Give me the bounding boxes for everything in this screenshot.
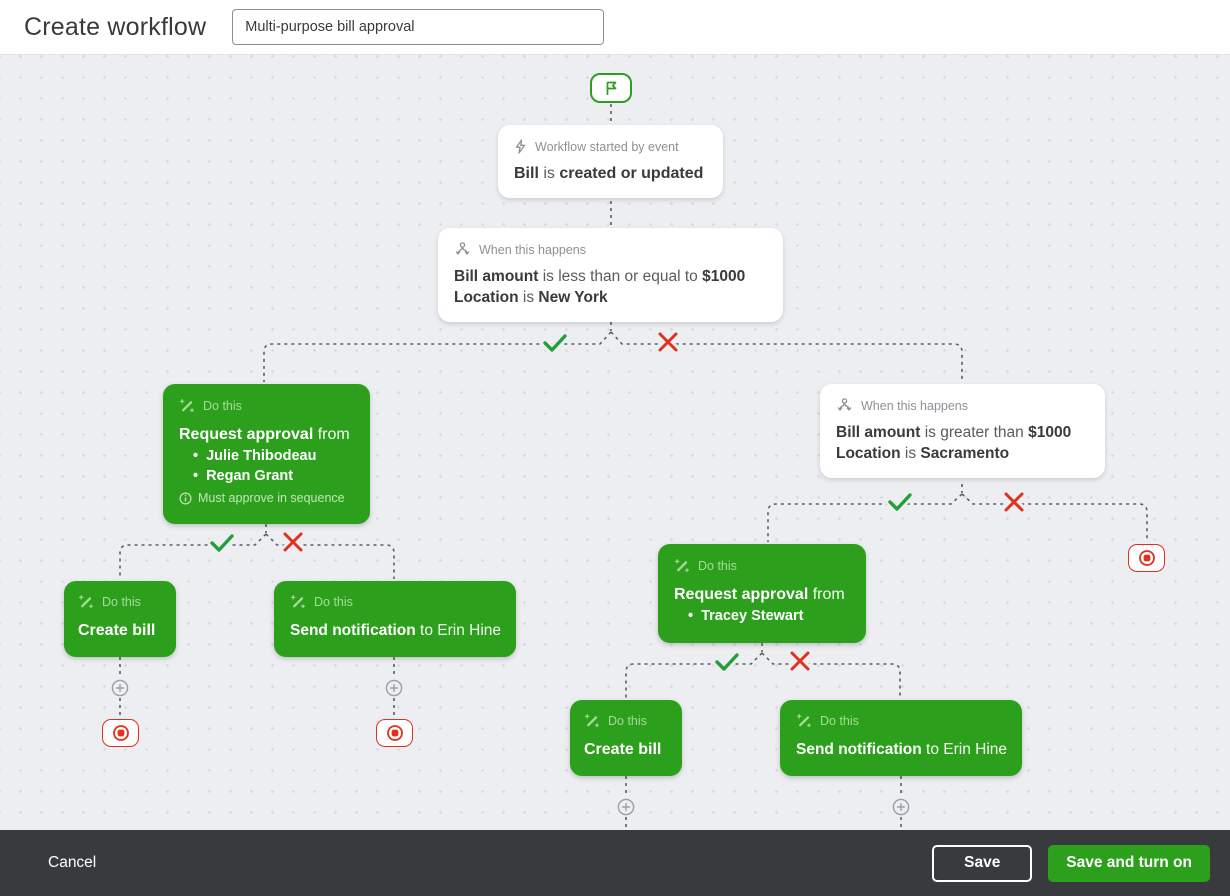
- end-node[interactable]: [102, 719, 139, 747]
- do-this-label: Do this: [314, 595, 353, 609]
- save-button[interactable]: Save: [932, 844, 1033, 882]
- condition-row: Location is New York: [454, 289, 608, 306]
- condition-row: Bill amount is less than or equal to $10…: [454, 268, 746, 285]
- add-step-button[interactable]: [892, 798, 910, 816]
- plus-icon: [111, 679, 129, 697]
- action-summary: Request approval from: [674, 586, 845, 603]
- cancel-button[interactable]: Cancel: [48, 854, 97, 871]
- end-node[interactable]: [376, 719, 413, 747]
- action-summary: Send notification to Erin Hine: [290, 622, 502, 639]
- stop-icon: [386, 725, 403, 741]
- action-card-request-approval-2[interactable]: Do this Request approval from •Tracey St…: [658, 544, 866, 643]
- wand-icon: [674, 558, 690, 574]
- do-this-label: Do this: [102, 595, 141, 609]
- plus-icon: [892, 798, 910, 816]
- do-this-label: Do this: [820, 714, 859, 728]
- end-node[interactable]: [1128, 544, 1165, 572]
- approval-note: Must approve in sequence: [179, 491, 354, 505]
- trigger-summary: Bill is created or updated: [514, 165, 704, 182]
- approver-item: •Regan Grant: [193, 468, 294, 484]
- add-step-button[interactable]: [111, 679, 129, 697]
- stop-icon: [112, 725, 129, 741]
- wand-icon: [290, 594, 306, 610]
- wand-icon: [78, 594, 94, 610]
- condition-label: When this happens: [861, 398, 969, 413]
- approver-item: •Julie Thibodeau: [193, 448, 317, 464]
- start-node: [590, 73, 632, 103]
- wand-icon: [584, 713, 600, 729]
- bullet-dot: •: [193, 468, 199, 484]
- footer-bar: Cancel Save Save and turn on: [0, 830, 1230, 896]
- plus-icon: [385, 679, 403, 697]
- add-step-button[interactable]: [385, 679, 403, 697]
- workflow-name-input[interactable]: [232, 9, 605, 45]
- branch-icon: [454, 242, 471, 257]
- header: Create workflow: [0, 0, 1230, 55]
- trigger-label: Workflow started by event: [535, 139, 679, 154]
- action-summary: Create bill: [584, 741, 662, 758]
- dashed-connectors: [119, 104, 1148, 830]
- action-summary: Request approval from: [179, 426, 350, 443]
- do-this-label: Do this: [698, 559, 737, 573]
- condition-row: Bill amount is greater than $1000: [836, 424, 1072, 441]
- flag-icon: [602, 79, 620, 97]
- action-card-send-notification-1[interactable]: Do this Send notification to Erin Hine: [274, 581, 516, 657]
- add-step-button[interactable]: [617, 798, 635, 816]
- x-icon: [283, 332, 1024, 671]
- stop-icon: [1138, 550, 1155, 566]
- do-this-label: Do this: [608, 714, 647, 728]
- trigger-card[interactable]: Workflow started by event Bill is create…: [498, 125, 723, 198]
- condition-card-2[interactable]: When this happens Bill amount is greater…: [820, 384, 1105, 478]
- action-card-send-notification-2[interactable]: Do this Send notification to Erin Hine: [780, 700, 1022, 776]
- action-summary: Send notification to Erin Hine: [796, 741, 1008, 758]
- condition-card-1[interactable]: When this happens Bill amount is less th…: [438, 228, 783, 322]
- wand-icon: [179, 398, 195, 414]
- wand-icon: [796, 713, 812, 729]
- action-card-request-approval-1[interactable]: Do this Request approval from •Julie Thi…: [163, 384, 370, 524]
- save-and-turn-on-button[interactable]: Save and turn on: [1048, 844, 1210, 882]
- condition-row: Location is Sacramento: [836, 445, 1010, 462]
- check-icon: [210, 334, 912, 671]
- branch-icon: [836, 398, 853, 413]
- condition-label: When this happens: [479, 242, 587, 257]
- action-summary: Create bill: [78, 622, 156, 639]
- connector-layer: [119, 104, 1148, 830]
- bullet-dot: •: [193, 448, 199, 464]
- lightning-icon: [514, 139, 527, 154]
- action-card-create-bill-1[interactable]: Do this Create bill: [64, 581, 176, 657]
- workflow-canvas: Workflow started by event Bill is create…: [0, 55, 1230, 830]
- approver-item: •Tracey Stewart: [688, 608, 804, 624]
- page-title: Create workflow: [24, 12, 207, 41]
- do-this-label: Do this: [203, 399, 242, 413]
- action-card-create-bill-2[interactable]: Do this Create bill: [570, 700, 682, 776]
- info-icon: [179, 491, 192, 505]
- bullet-dot: •: [688, 608, 694, 624]
- footer-actions: Save Save and turn on: [932, 844, 1210, 882]
- plus-icon: [617, 798, 635, 816]
